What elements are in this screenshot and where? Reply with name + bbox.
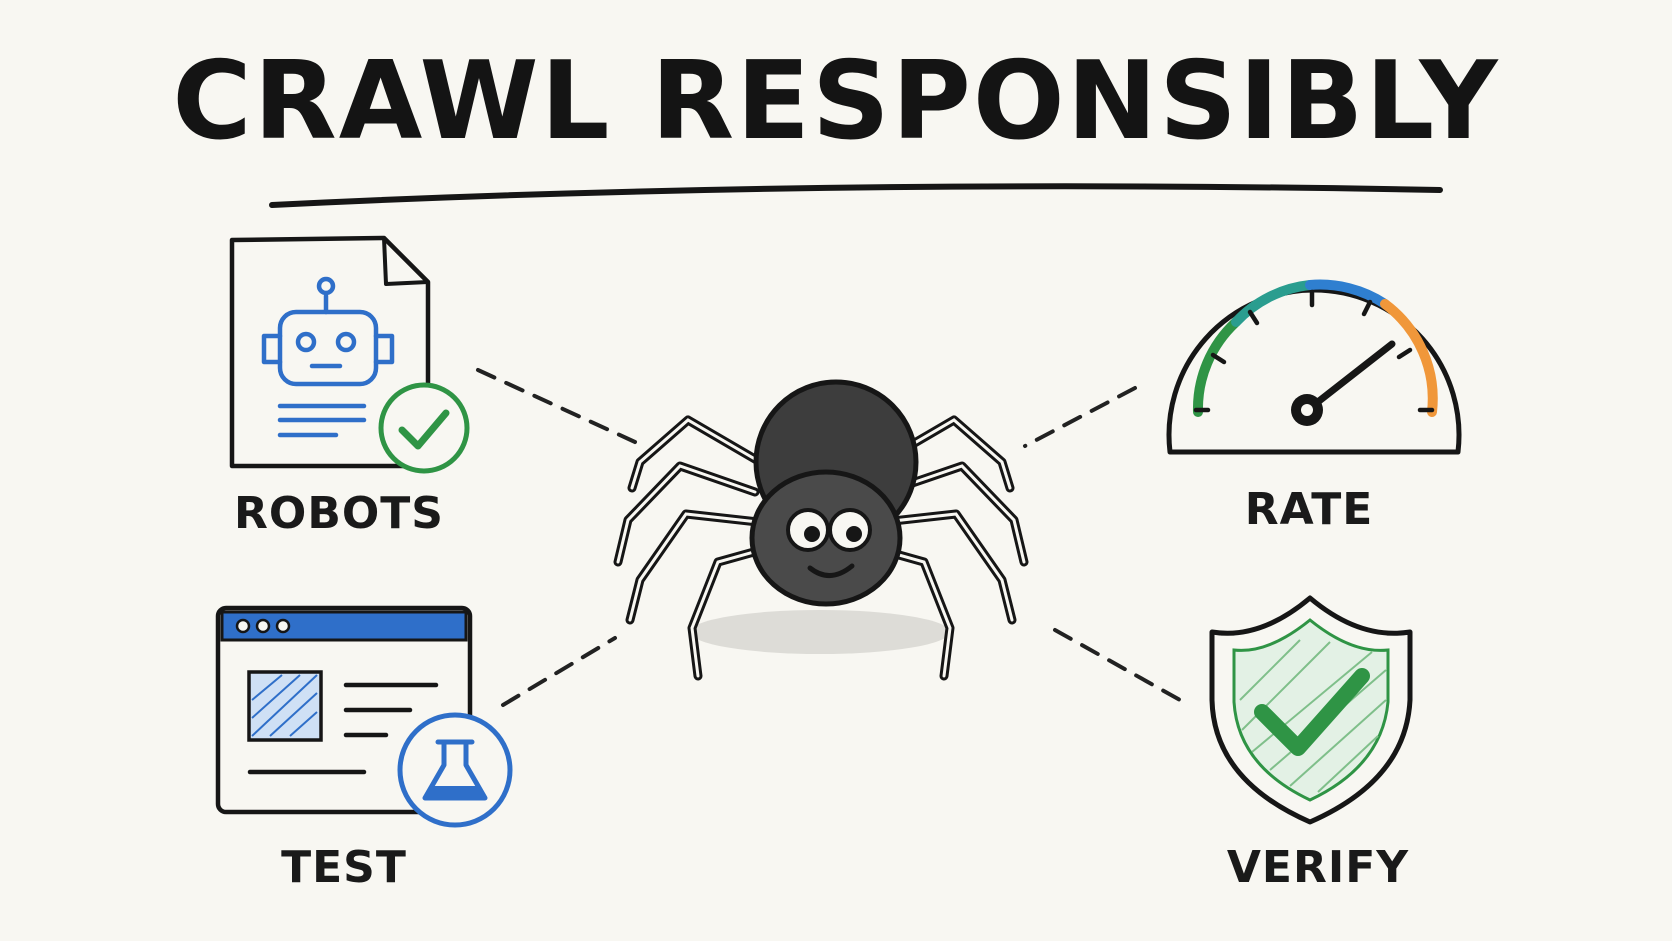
label-rate: RATE <box>1245 484 1374 535</box>
shield-check-icon <box>1209 595 1413 825</box>
connectors <box>476 368 1182 707</box>
connector-robots <box>476 368 637 444</box>
title-underline <box>269 183 1443 208</box>
diagram-title: CRAWL RESPONSIBLY <box>172 39 1499 164</box>
robot-document-icon <box>229 235 470 474</box>
browser-window-test-icon <box>215 605 513 828</box>
speedometer-gauge-icon <box>1166 279 1462 455</box>
connector-verify <box>1053 628 1182 702</box>
spider-icon <box>613 379 1029 681</box>
label-verify: VERIFY <box>1227 842 1409 893</box>
label-test: TEST <box>281 842 407 893</box>
connector-test <box>501 636 617 707</box>
connector-rate <box>1023 386 1137 448</box>
label-robots: ROBOTS <box>234 488 444 539</box>
